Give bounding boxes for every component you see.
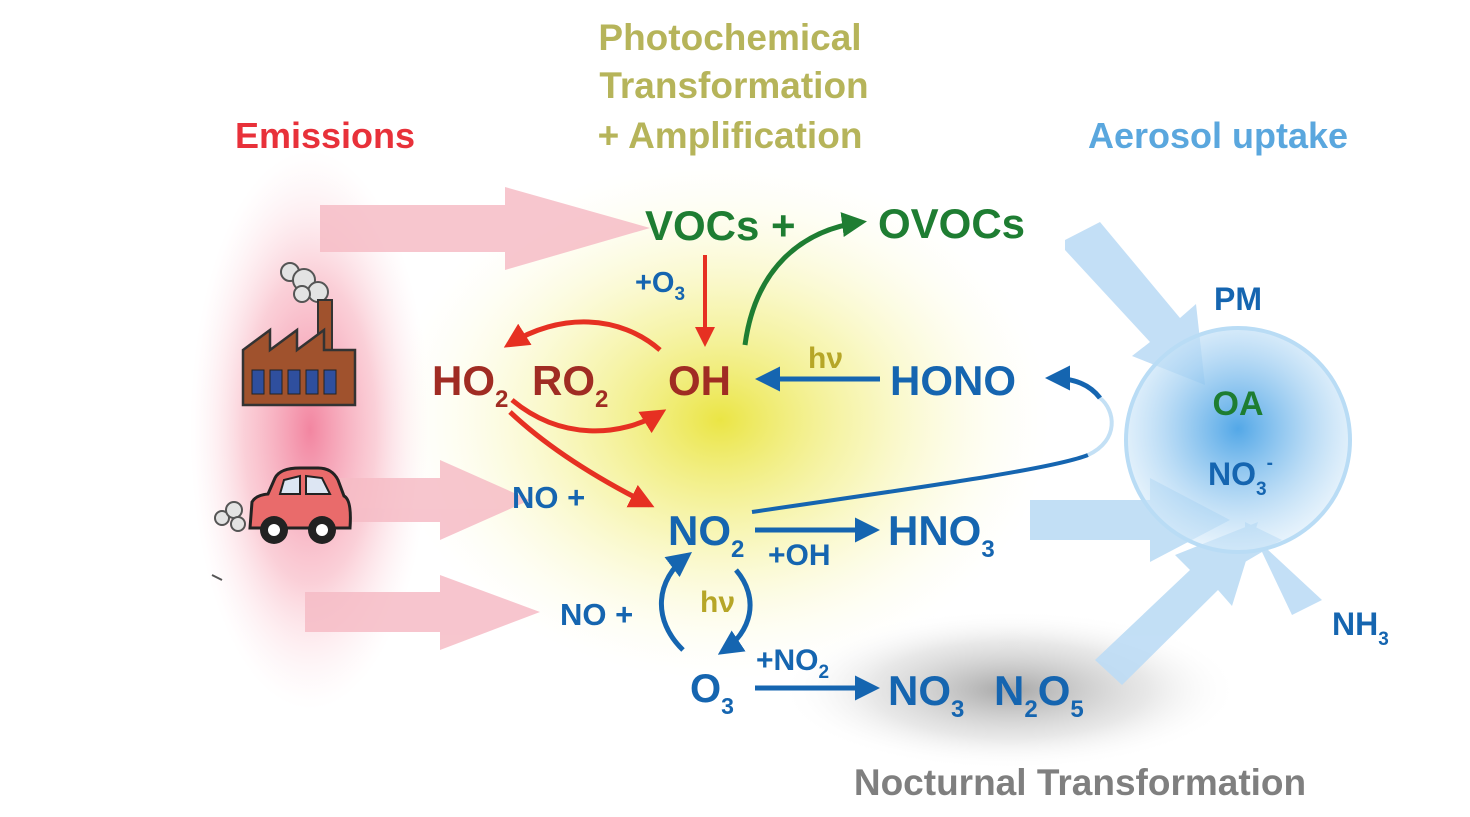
- hv-bottom-label: hν: [700, 586, 735, 619]
- no-plus-upper-label: NO +: [512, 480, 585, 515]
- nh3-label: NH3: [1332, 606, 1389, 650]
- emission-arrow-middle: [325, 460, 530, 540]
- photochem-heading-line1: Photochemical: [598, 17, 861, 58]
- separator-mark: [211, 574, 223, 581]
- oa-label: OA: [1213, 385, 1264, 423]
- particle-no3-label: NO3-: [1208, 453, 1273, 500]
- hono-label: HONO: [890, 357, 1016, 404]
- aerosol-arrow-nocturnal: [1095, 522, 1258, 685]
- oh-label: OH: [668, 357, 731, 404]
- factory-icon: [241, 262, 357, 407]
- vocs-label: VOCs +: [645, 202, 796, 249]
- emissions-heading: Emissions: [235, 115, 415, 156]
- emission-arrows: [305, 187, 650, 650]
- ovocs-label: OVOCs: [878, 200, 1025, 247]
- arrow-oh-to-ovocs: [742, 212, 867, 346]
- photochem-heading-line3: + Amplification: [598, 115, 863, 156]
- plus-no2-label: +NO2: [756, 644, 829, 683]
- photochem-heading-line2: Transformation: [599, 65, 868, 106]
- emissions-glow: [190, 150, 430, 710]
- arrow-oh-to-ho2: [503, 319, 662, 352]
- arrow-no2-to-o3: [717, 568, 753, 655]
- emission-arrow-top: [320, 187, 650, 270]
- photochem-glow: [390, 160, 1050, 680]
- hono-loop-light: [1087, 396, 1114, 457]
- no3-label: NO3: [888, 667, 964, 723]
- car-icon: [214, 466, 352, 544]
- emission-arrow-bottom: [305, 575, 540, 650]
- n2o5-label: N2O5: [994, 667, 1084, 723]
- hv-top-label: hν: [808, 342, 843, 375]
- aerosol-arrow-ovocs: [1065, 222, 1205, 385]
- nocturnal-heading: Nocturnal Transformation: [854, 762, 1306, 803]
- arrow-no2-to-hono: [751, 453, 1089, 514]
- arrow-o3-to-no2: [659, 551, 692, 652]
- plus-o3-label: +O3: [635, 267, 685, 305]
- hno3-label: HNO3: [888, 507, 995, 563]
- arrow-ho2-to-oh: [510, 398, 667, 434]
- plus-oh-label: +OH: [768, 539, 831, 572]
- ro2-label: RO2: [532, 357, 608, 413]
- aerosol-heading: Aerosol uptake: [1088, 115, 1348, 156]
- no2-label: NO2: [668, 507, 744, 563]
- particle-sphere: [1124, 326, 1352, 554]
- arrow-to-hono: [1045, 365, 1102, 400]
- no-plus-lower-label: NO +: [560, 597, 633, 632]
- o3-label: O3: [690, 667, 734, 719]
- ho2-label: HO2: [432, 357, 508, 413]
- arrow-ho2-to-no2: [508, 410, 655, 508]
- pm-label: PM: [1214, 281, 1262, 317]
